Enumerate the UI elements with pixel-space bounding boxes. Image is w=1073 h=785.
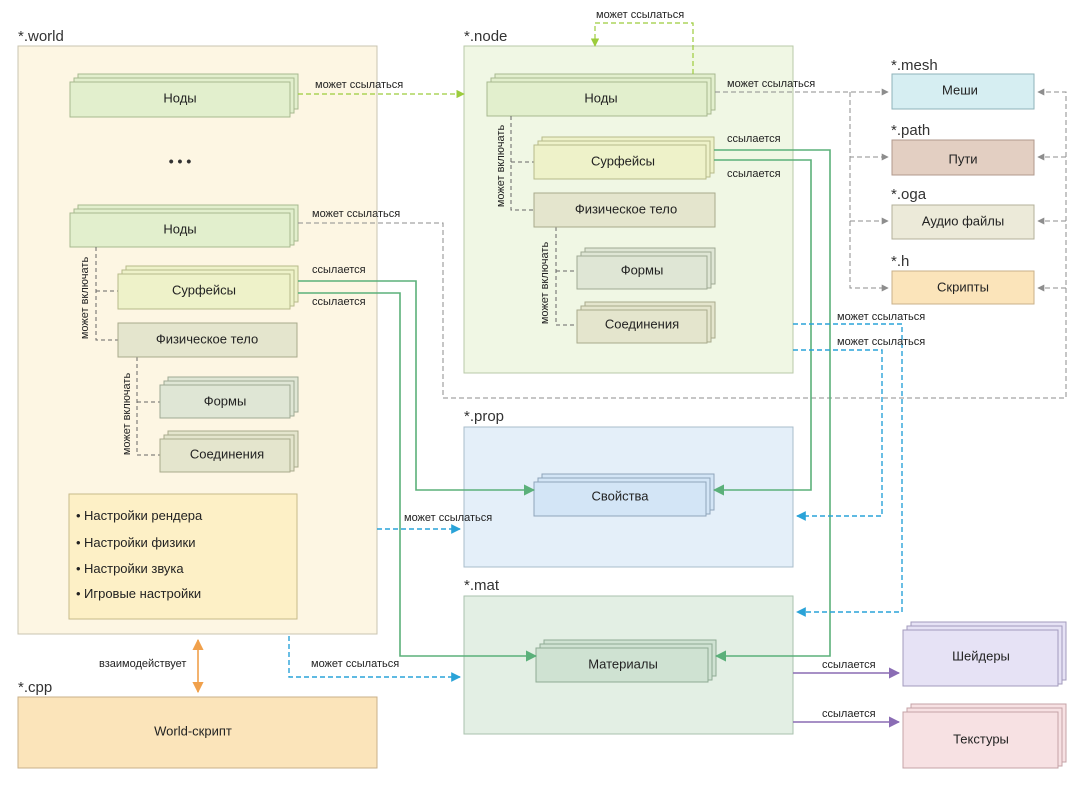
world-shapes-box[interactable]: Формы — [159, 376, 299, 419]
region-cpp: *.cpp World-скрипт — [17, 679, 378, 769]
settings-bullet: • — [76, 586, 81, 601]
world-joints-box[interactable]: Соединения — [159, 430, 299, 473]
edge-world-surfaces-to-materials — [298, 292, 538, 662]
edge-node-self-reference — [590, 22, 694, 74]
resource-textures[interactable]: Текстуры — [902, 703, 1067, 769]
edge-node-to-prop — [793, 349, 883, 521]
node-shapes-label: Формы — [621, 262, 664, 277]
edge-node-to-resources — [715, 88, 889, 292]
edge-label-node-mat: может ссылаться — [837, 311, 925, 323]
audio-label: Аудио файлы — [922, 213, 1004, 228]
region-title-mat: *.mat — [464, 577, 500, 594]
world-settings-box[interactable]: • Настройки рендера • Настройки физики •… — [68, 493, 298, 620]
region-title-path: *.path — [891, 122, 930, 139]
node-may-include-1: может включать — [495, 125, 507, 208]
node-nodes-label: Ноды — [584, 90, 617, 105]
mat-materials-label: Материалы — [588, 656, 658, 671]
node-shapes-box[interactable]: Формы — [576, 247, 716, 290]
world-include-lines — [95, 247, 160, 456]
resource-scripts[interactable]: *.h Скрипты — [891, 253, 1035, 305]
node-joints-box[interactable]: Соединения — [576, 301, 716, 344]
world-surfaces-label: Сурфейсы — [172, 282, 236, 297]
settings-item-game: Игровые настройки — [84, 586, 201, 601]
edge-label-world-node: может ссылаться — [315, 79, 403, 91]
region-title-node: *.node — [464, 28, 507, 45]
region-title-prop: *.prop — [464, 408, 504, 425]
region-title-h: *.h — [891, 253, 909, 270]
resource-paths[interactable]: *.path Пути — [891, 122, 1035, 176]
edge-world-to-resources — [298, 88, 1067, 399]
edge-label-node-resources: может ссылаться — [727, 78, 815, 90]
region-title-oga: *.oga — [891, 186, 927, 203]
world-nodes-top-box[interactable]: Ноды — [69, 73, 299, 118]
resource-shaders[interactable]: Шейдеры — [902, 621, 1067, 687]
world-shapes-label: Формы — [204, 393, 247, 408]
world-nodes-label: Ноды — [163, 221, 196, 236]
edge-label-node-prop: может ссылаться — [837, 336, 925, 348]
edge-label-world-surf-prop: ссылается — [312, 264, 366, 276]
edge-node-surfaces-to-materials — [714, 149, 831, 662]
edge-label-world-resources: может ссылаться — [312, 208, 400, 220]
world-body-box[interactable]: Физическое тело — [117, 322, 298, 358]
region-title-mesh: *.mesh — [891, 57, 938, 74]
edge-node-to-mat — [793, 323, 903, 617]
world-nodes-box[interactable]: Ноды — [69, 204, 299, 248]
node-may-include-2: может включать — [539, 242, 551, 325]
node-nodes-box[interactable]: Ноды — [486, 73, 716, 117]
world-script-label: World-скрипт — [154, 723, 232, 738]
prop-properties-box[interactable]: Свойства — [533, 473, 715, 517]
world-body-label: Физическое тело — [156, 331, 258, 346]
prop-properties-label: Свойства — [591, 488, 649, 503]
world-may-include-1: может включать — [79, 257, 91, 340]
edge-label-mat-textures: ссылается — [822, 708, 876, 720]
settings-item-physics: Настройки физики — [84, 535, 195, 550]
textures-label: Текстуры — [953, 731, 1009, 746]
edge-label-interacts: взаимодействует — [99, 658, 186, 670]
edge-label-mat-shaders: ссылается — [822, 659, 876, 671]
edge-label-node-self: может ссылаться — [596, 9, 684, 21]
edge-node-surfaces-to-properties — [712, 159, 812, 496]
resource-audio[interactable]: *.oga Аудио файлы — [891, 186, 1035, 240]
node-body-label: Физическое тело — [575, 201, 677, 216]
edge-world-to-mat — [288, 636, 461, 682]
paths-label: Пути — [948, 151, 977, 166]
world-may-include-2: может включать — [121, 373, 133, 456]
node-surfaces-label: Сурфейсы — [591, 153, 655, 168]
region-title-world: *.world — [18, 28, 64, 45]
node-include-lines — [510, 116, 577, 326]
mat-materials-box[interactable]: Материалы — [535, 639, 717, 683]
world-ellipsis: • • • — [169, 153, 192, 169]
edge-label-world-prop: может ссылаться — [404, 512, 492, 524]
edge-label-world-surf-mat: ссылается — [312, 296, 366, 308]
resource-meshes[interactable]: *.mesh Меши — [891, 57, 1035, 110]
world-nodes-top-label: Ноды — [163, 90, 196, 105]
edge-label-world-mat: может ссылаться — [311, 658, 399, 670]
edge-label-node-surf-prop: ссылается — [727, 168, 781, 180]
world-joints-label: Соединения — [190, 446, 264, 461]
region-title-cpp: *.cpp — [18, 679, 52, 696]
node-surfaces-box[interactable]: Сурфейсы — [533, 136, 715, 180]
region-prop: *.prop — [463, 408, 794, 568]
meshes-label: Меши — [942, 82, 978, 97]
edge-world-surfaces-to-properties — [298, 280, 536, 496]
settings-item-render: Настройки рендера — [84, 508, 203, 523]
settings-bullet: • — [76, 561, 81, 576]
shaders-label: Шейдеры — [952, 648, 1010, 663]
edge-label-node-surf-mat: ссылается — [727, 133, 781, 145]
scripts-label: Скрипты — [937, 279, 989, 294]
settings-item-sound: Настройки звука — [84, 561, 184, 576]
settings-bullet: • — [76, 508, 81, 523]
node-body-box[interactable]: Физическое тело — [533, 192, 716, 228]
settings-bullet: • — [76, 535, 81, 550]
node-joints-label: Соединения — [605, 316, 679, 331]
world-surfaces-box[interactable]: Сурфейсы — [117, 265, 299, 310]
